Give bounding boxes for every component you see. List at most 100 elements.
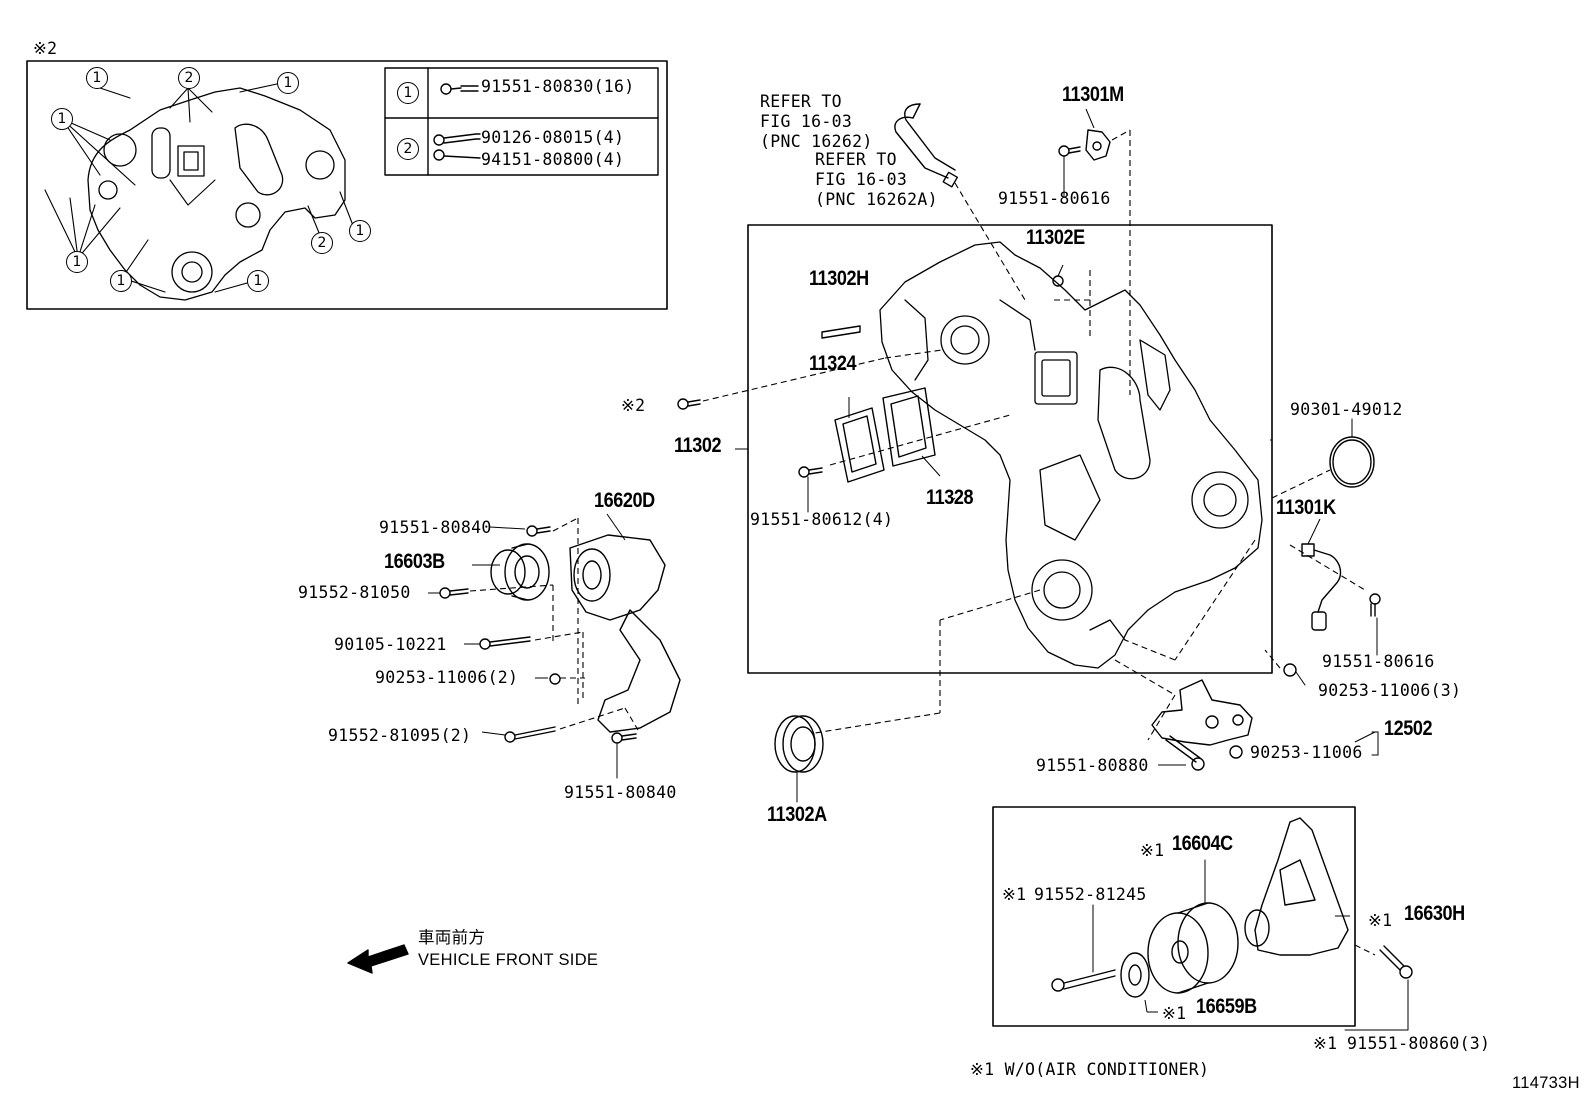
part-label-90105-10221[interactable]: 90105-10221 bbox=[334, 635, 447, 654]
part-label-90253-11006-3[interactable]: 90253-11006(3) bbox=[1318, 681, 1462, 700]
washer-16659b bbox=[1120, 952, 1150, 998]
ac-mark-91551-80860: ※1 bbox=[1313, 1034, 1338, 1053]
nut-90253-11006 bbox=[1229, 745, 1243, 759]
ac-mark-16659b: ※1 bbox=[1162, 1004, 1187, 1023]
part-label-11302a[interactable]: 11302A bbox=[767, 803, 827, 826]
part-label-11324[interactable]: 11324 bbox=[809, 352, 857, 375]
main-cover-frame bbox=[747, 224, 1273, 674]
legend-key-2: 2 bbox=[397, 138, 419, 160]
part-label-91551-80616-right[interactable]: 91551-80616 bbox=[1322, 652, 1435, 671]
gasket-11324-drawing bbox=[834, 407, 885, 483]
bolt-91551-80880 bbox=[1165, 735, 1205, 771]
part-label-91551-80880[interactable]: 91551-80880 bbox=[1036, 756, 1149, 775]
part-label-16620d[interactable]: 16620D bbox=[594, 489, 655, 512]
refer-note-2-line3[interactable]: (PNC 16262A) bbox=[815, 190, 938, 209]
inset-callout: 1 bbox=[66, 251, 88, 273]
leader-lines bbox=[428, 108, 1376, 1013]
part-label-11302e[interactable]: 11302E bbox=[1026, 226, 1085, 249]
legend-part-90126-08015[interactable]: 90126-08015(4) bbox=[481, 128, 625, 147]
dashed-reference-lines bbox=[469, 129, 1376, 956]
part-label-91551-80840-bottom[interactable]: 91551-80840 bbox=[564, 783, 677, 802]
ac-option-frame bbox=[992, 806, 1356, 1027]
o-ring-90301-49012 bbox=[1329, 436, 1375, 488]
vehicle-front-label-en: VEHICLE FRONT SIDE bbox=[418, 951, 599, 969]
bolt-90105-10221 bbox=[479, 636, 531, 650]
part-label-91551-80840-top[interactable]: 91551-80840 bbox=[379, 518, 492, 537]
legend-part-91551-80830[interactable]: 91551-80830(16) bbox=[481, 77, 635, 96]
refer-note-2-line2: FIG 16-03 bbox=[815, 170, 908, 189]
bolt-mark2 bbox=[677, 398, 701, 410]
inset-callout: 2 bbox=[178, 67, 200, 89]
part-label-11301k[interactable]: 11301K bbox=[1276, 496, 1336, 519]
part-label-91551-80612[interactable]: 91551-80612(4) bbox=[750, 510, 894, 529]
bolt-91551-80840-top bbox=[526, 525, 551, 537]
inset-callout: 1 bbox=[110, 270, 132, 292]
pulley-16604c bbox=[1147, 902, 1239, 994]
refer-note-1-line2: FIG 16-03 bbox=[760, 112, 853, 131]
part-label-11302h[interactable]: 11302H bbox=[809, 267, 869, 290]
inset-mark: ※2 bbox=[33, 39, 58, 58]
ac-mark-91552-81245: ※1 bbox=[1002, 885, 1027, 904]
footnote-wo-air-conditioner: ※1 W/O(AIR CONDITIONER) bbox=[970, 1060, 1210, 1079]
bolt-91552-81095 bbox=[504, 726, 556, 743]
legend-bolt-icon-2 bbox=[433, 133, 481, 161]
part-label-16659b[interactable]: 16659B bbox=[1196, 995, 1257, 1018]
bolt-91551-80860 bbox=[1379, 945, 1413, 979]
bolt-91551-80616-right bbox=[1369, 593, 1381, 617]
tensioner-16620d bbox=[569, 534, 681, 733]
sensor-11301k bbox=[1301, 543, 1342, 631]
refer-note-1-line1: REFER TO bbox=[760, 92, 842, 111]
inset-callout: 1 bbox=[51, 108, 73, 130]
bolt-91552-81050 bbox=[439, 587, 469, 599]
pcv-hose-drawing bbox=[894, 103, 959, 188]
refer-note-2: REFER TO FIG 16-03 (PNC 16262A) bbox=[815, 150, 938, 210]
pulley-16603b bbox=[490, 543, 550, 601]
part-label-11301m[interactable]: 11301M bbox=[1062, 83, 1124, 106]
inset-callout: 1 bbox=[86, 67, 108, 89]
bolt-91551-80840-bottom bbox=[611, 732, 637, 744]
part-label-91552-81245[interactable]: 91552-81245 bbox=[1034, 885, 1147, 904]
part-label-12502[interactable]: 12502 bbox=[1384, 717, 1433, 740]
part-label-91551-80616-top[interactable]: 91551-80616 bbox=[998, 189, 1111, 208]
vehicle-front-label-jp: 車両前方 bbox=[418, 929, 486, 947]
ac-mark-16630h: ※1 bbox=[1368, 911, 1393, 930]
part-label-91551-80860[interactable]: 91551-80860(3) bbox=[1347, 1034, 1491, 1053]
part-label-16603b[interactable]: 16603B bbox=[384, 550, 445, 573]
refer-note-1: REFER TO FIG 16-03 (PNC 16262) bbox=[760, 92, 873, 152]
nut-90253-11006-2 bbox=[549, 673, 561, 685]
inset-callout: 1 bbox=[277, 72, 299, 94]
bolt-91551-80612 bbox=[798, 466, 823, 478]
part-label-91552-81050[interactable]: 91552-81050 bbox=[298, 583, 411, 602]
bracket-16630h bbox=[1244, 817, 1349, 956]
bolt-91552-81245 bbox=[1051, 969, 1116, 992]
part-label-90253-11006-2[interactable]: 90253-11006(2) bbox=[375, 668, 519, 687]
figure-id: 114733H bbox=[1512, 1074, 1580, 1092]
part-label-90301-49012[interactable]: 90301-49012 bbox=[1290, 400, 1403, 419]
inset-callout: 2 bbox=[311, 232, 333, 254]
ac-mark-16604c: ※1 bbox=[1140, 841, 1165, 860]
part-label-11302[interactable]: 11302 bbox=[674, 434, 722, 457]
legend-key-1: 1 bbox=[397, 82, 419, 104]
refer-note-2-line1: REFER TO bbox=[815, 150, 897, 169]
gasket-11328-drawing bbox=[882, 387, 936, 467]
legend-bolt-icon-1 bbox=[440, 83, 479, 95]
oil-seal-11302a bbox=[774, 715, 824, 773]
inset-callout: 1 bbox=[247, 270, 269, 292]
part-label-91552-81095[interactable]: 91552-81095(2) bbox=[328, 726, 472, 745]
nut-90253-11006-3 bbox=[1283, 663, 1297, 677]
timing-cover-drawing bbox=[879, 241, 1263, 669]
mark2-label: ※2 bbox=[621, 396, 646, 415]
refer-note-1-line3[interactable]: (PNC 16262) bbox=[760, 132, 873, 151]
part-label-90253-11006[interactable]: 90253-11006 bbox=[1250, 743, 1363, 762]
vehicle-front-arrow-icon bbox=[347, 944, 409, 974]
bolt-91551-80616-top bbox=[1058, 145, 1081, 157]
inset-cover-outline bbox=[87, 87, 346, 301]
legend-part-94151-80800[interactable]: 94151-80800(4) bbox=[481, 150, 625, 169]
inset-legend-frame bbox=[384, 67, 659, 176]
inset-callout: 1 bbox=[349, 220, 371, 242]
inset-leader-lines bbox=[44, 81, 355, 293]
part-label-16630h[interactable]: 16630H bbox=[1404, 902, 1465, 925]
stud-11302h bbox=[821, 325, 861, 339]
part-label-16604c[interactable]: 16604C bbox=[1172, 832, 1233, 855]
part-label-11328[interactable]: 11328 bbox=[926, 486, 974, 509]
